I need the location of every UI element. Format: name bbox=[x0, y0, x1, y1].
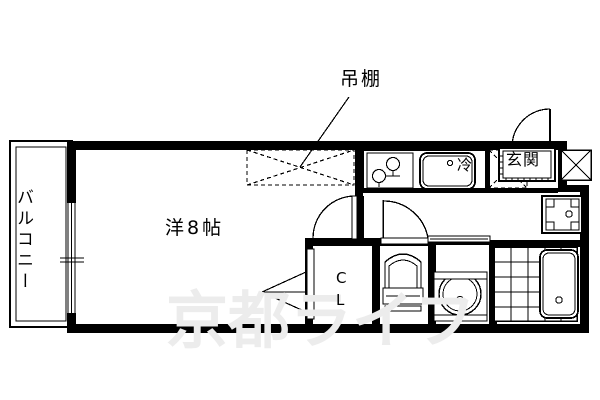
hanging-cabinet-fixture bbox=[246, 149, 355, 186]
balcony-sliding-door[interactable] bbox=[60, 203, 84, 313]
closet-door[interactable] bbox=[312, 195, 358, 240]
gas-stove-fixture bbox=[366, 152, 414, 189]
entrance-door[interactable] bbox=[511, 108, 551, 148]
main-room-label: 洋8帖 bbox=[165, 217, 225, 239]
washroom-sliding-door[interactable] bbox=[427, 235, 491, 243]
toilet-fixture bbox=[382, 253, 424, 312]
balcony-area bbox=[9, 140, 73, 328]
entrance-area bbox=[498, 147, 556, 182]
bathroom-area bbox=[493, 246, 579, 322]
washbasin-vanity-fixture bbox=[541, 195, 583, 234]
kitchen-counter bbox=[362, 149, 487, 193]
washing-machine-space bbox=[433, 271, 488, 322]
bathtub-fixture bbox=[539, 249, 579, 319]
balcony-label: バルコニー bbox=[13, 188, 33, 293]
hanging-cabinet-leader-line bbox=[299, 96, 350, 168]
refrigerator-label: 冷 bbox=[457, 156, 473, 174]
shoe-box-fixture bbox=[560, 149, 592, 181]
toilet-door[interactable] bbox=[380, 200, 429, 245]
entrance-label: 玄関 bbox=[506, 150, 541, 169]
hanging-cabinet-label: 吊棚 bbox=[340, 68, 383, 90]
wall-nubs bbox=[355, 141, 558, 193]
kitchen-sink-fixture bbox=[419, 152, 476, 190]
room-sliding-door[interactable] bbox=[261, 248, 315, 320]
